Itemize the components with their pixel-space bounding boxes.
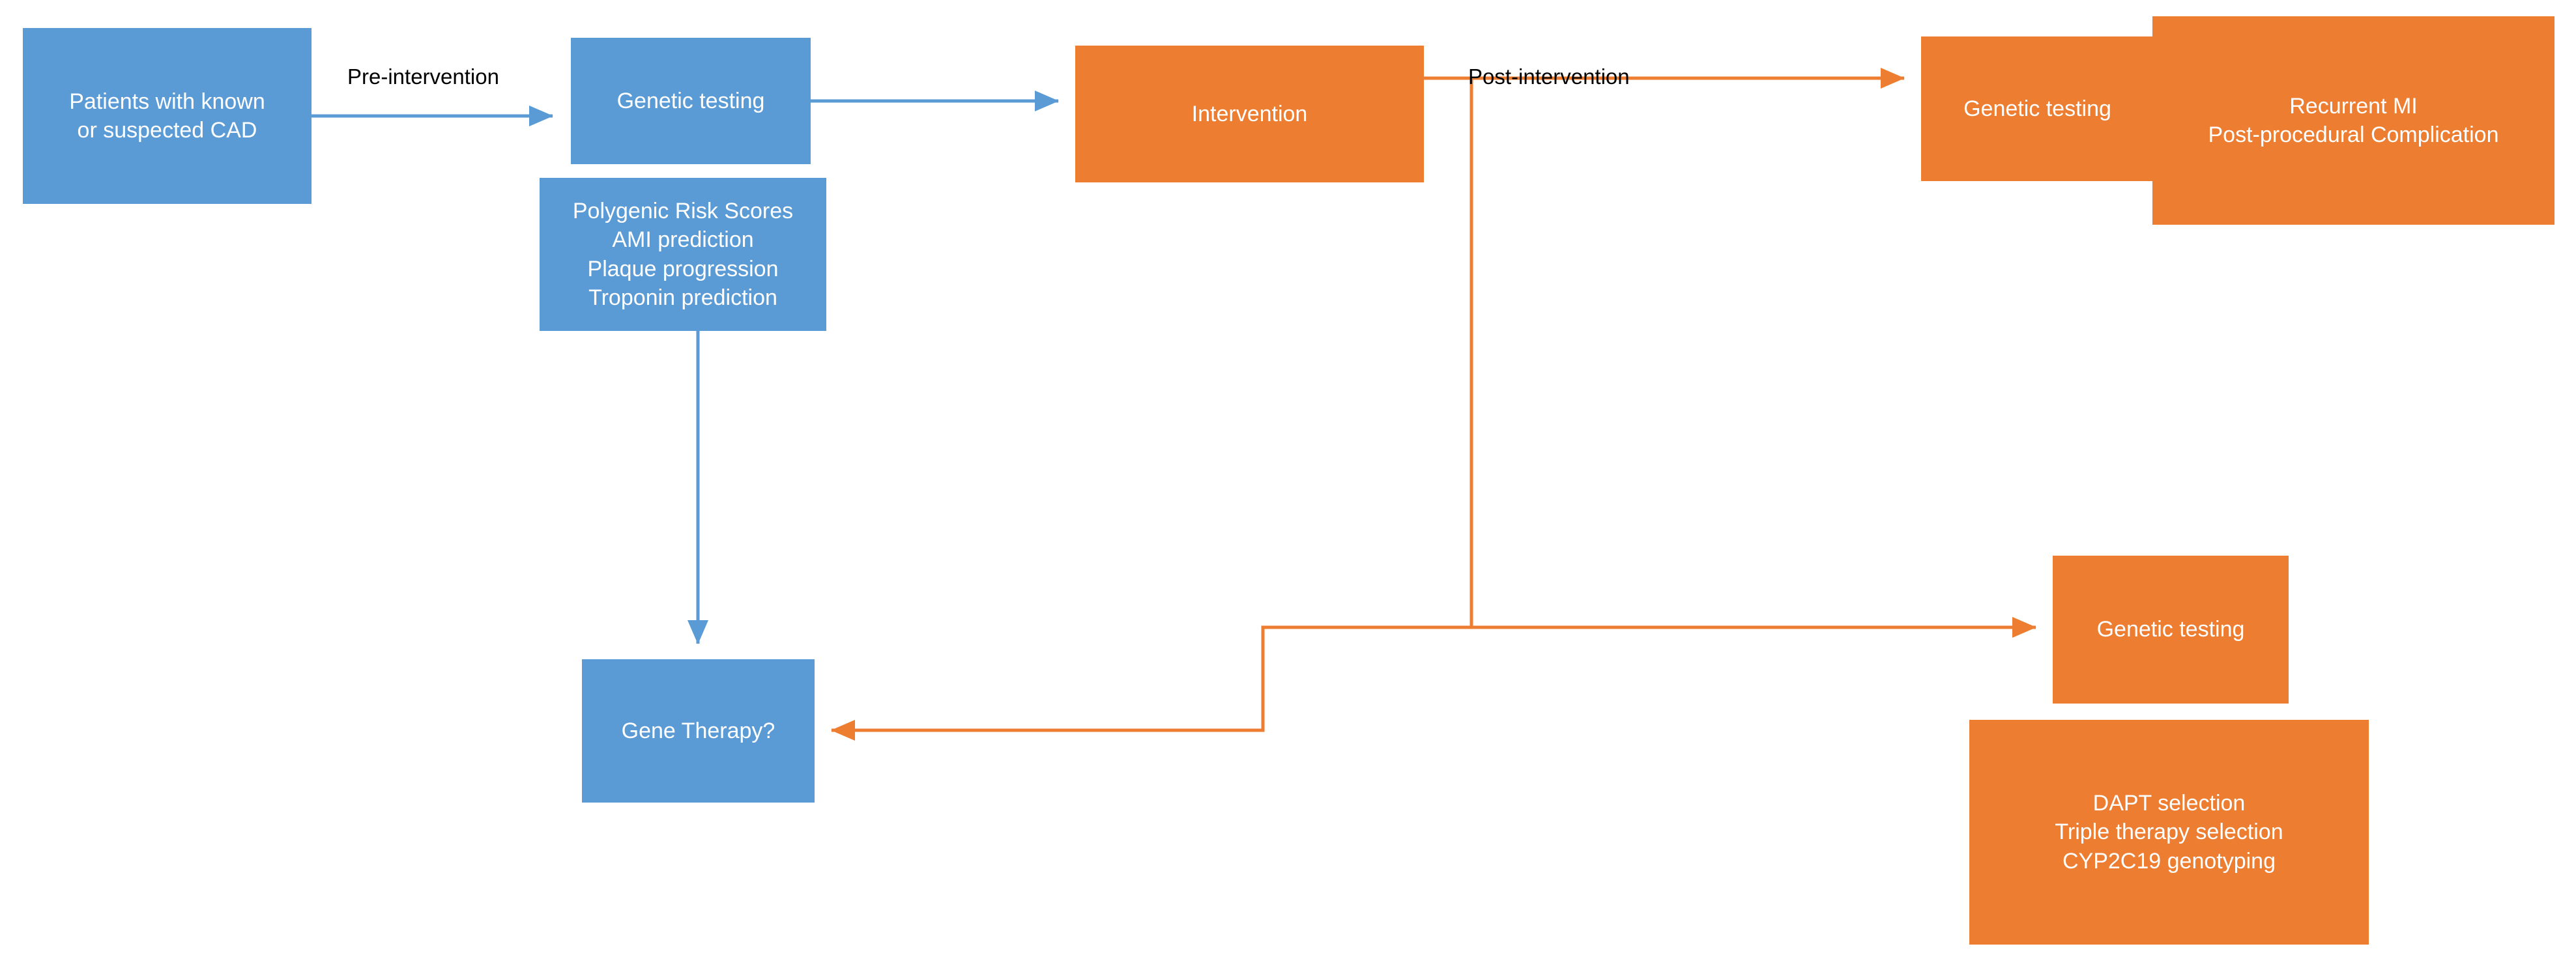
- node-genetic-testing-post[interactable]: Genetic testing: [1921, 36, 2154, 181]
- node-recurrent-mi[interactable]: Recurrent MI Post-procedural Complicatio…: [2152, 16, 2554, 225]
- node-polygenic-risk-scores-label: Polygenic Risk Scores AMI prediction Pla…: [572, 199, 794, 310]
- edge-label-pre-intervention: Pre-intervention: [347, 64, 499, 89]
- node-gene-therapy[interactable]: Gene Therapy?: [582, 659, 815, 803]
- node-gene-therapy-label: Gene Therapy?: [621, 718, 775, 743]
- node-genetic-testing-therapy-label: Genetic testing: [2096, 617, 2245, 642]
- node-dapt-selection[interactable]: DAPT selection Triple therapy selection …: [1969, 720, 2369, 945]
- node-genetic-testing-pre[interactable]: Genetic testing: [571, 38, 811, 164]
- node-recurrent-mi-label: Recurrent MI Post-procedural Complicatio…: [2208, 93, 2499, 147]
- node-genetic-testing-post-label: Genetic testing: [1963, 96, 2111, 121]
- node-dapt-selection-label: DAPT selection Triple therapy selection …: [2055, 791, 2283, 874]
- node-genetic-testing-pre-label: Genetic testing: [616, 88, 765, 113]
- edge-intervention-to-gene-therapy: [830, 625, 1471, 741]
- node-patients-cad-label: Patients with known or suspected CAD: [69, 89, 265, 143]
- node-intervention[interactable]: Intervention: [1075, 46, 1424, 182]
- node-intervention-label: Intervention: [1191, 101, 1308, 126]
- node-patients-cad[interactable]: Patients with known or suspected CAD: [23, 28, 311, 204]
- node-polygenic-risk-scores[interactable]: Polygenic Risk Scores AMI prediction Pla…: [540, 178, 826, 331]
- edge-label-post-intervention: Post-intervention: [1468, 64, 1630, 89]
- node-genetic-testing-therapy[interactable]: Genetic testing: [2053, 556, 2289, 704]
